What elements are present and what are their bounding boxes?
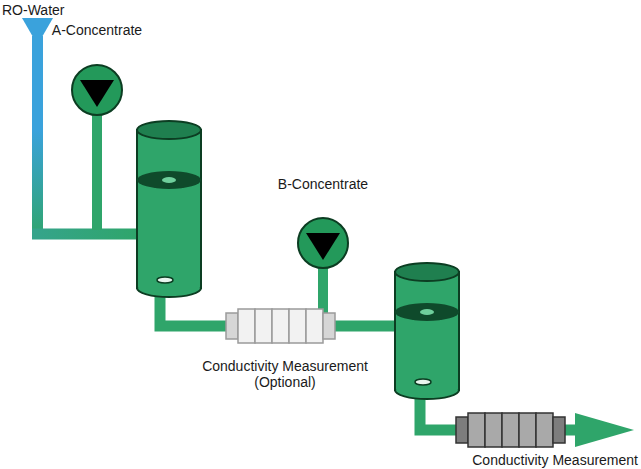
mixing-tank [137,121,201,297]
conductivity-cell [456,413,565,447]
dosing-pipe [92,112,102,230]
mixing-tank [395,263,459,399]
node-label: Conductivity Measurement (Optional) [180,358,390,390]
dosing-pump: B-Concentrate [263,176,383,268]
dosing-pump: A-Concentrate [37,22,157,117]
node-label: B-Concentrate [263,176,383,192]
conductivity-cell: Conductivity Measurement [420,412,638,468]
node-label: Conductivity Measurement [420,452,638,468]
flow-arrow [575,413,634,447]
water-pipe [32,229,142,240]
node-label: RO-Water [2,2,112,18]
node-label: A-Concentrate [37,22,157,38]
water-pipe [32,36,43,234]
pump [298,218,348,268]
conductivity-cell [226,309,335,343]
pump [72,65,122,115]
conductivity-cell: Conductivity Measurement (Optional) [180,306,390,390]
funnel [22,18,53,37]
